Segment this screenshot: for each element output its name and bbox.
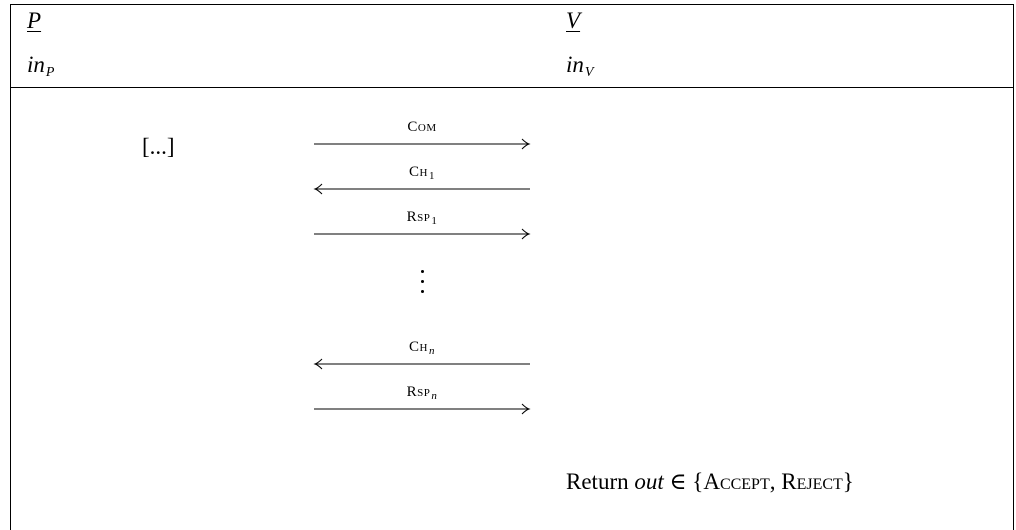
output-variable: out [634, 469, 664, 494]
verifier-output: Return out ∈ {Accept, Reject} [566, 469, 854, 495]
message-label: Rspn [314, 384, 530, 402]
header-divider [10, 87, 1014, 88]
arrow-left [313, 358, 530, 370]
message-label-sub: 1 [428, 170, 435, 182]
arrow-right [314, 138, 531, 150]
prover-input-base: in [27, 52, 45, 77]
prover-steps: [...] [142, 134, 175, 159]
message-label: Chn [314, 339, 530, 357]
arrow-right [314, 403, 531, 415]
message-label-base: Rsp [406, 384, 431, 400]
message-com: Com [314, 119, 531, 150]
message-label: Ch1 [314, 164, 530, 182]
output-reject: Reject [781, 469, 843, 494]
prover-input: inP [27, 52, 54, 86]
message-label-base: Rsp [406, 209, 431, 225]
message-rsp-n: Rspn [314, 384, 531, 415]
verifier-header: V inV [566, 8, 593, 86]
output-close-brace: } [842, 469, 854, 494]
output-accept: Accept [703, 469, 770, 494]
message-label-sub: n [431, 390, 438, 402]
message-label-sub: n [428, 345, 435, 357]
vertical-ellipsis-icon [419, 270, 425, 294]
protocol-frame [10, 4, 1014, 530]
message-ch-1: Ch1 [313, 164, 530, 195]
prover-header: P inP [27, 8, 54, 86]
message-label: Rsp1 [314, 209, 530, 227]
output-open-brace: { [692, 469, 704, 494]
arrow-left [313, 183, 530, 195]
message-label-base: Com [407, 119, 437, 135]
message-rsp-1: Rsp1 [314, 209, 531, 240]
message-label-sub: 1 [431, 215, 438, 227]
verifier-input: inV [566, 52, 593, 86]
message-label: Com [314, 119, 530, 136]
prover-input-sub: P [45, 65, 55, 80]
output-prefix: Return [566, 469, 629, 494]
message-label-base: Ch [409, 339, 428, 355]
arrow-right [314, 228, 531, 240]
output-separator: , [769, 469, 782, 494]
verifier-input-sub: V [584, 65, 594, 80]
prover-name: P [27, 8, 42, 33]
output-relation: ∈ [669, 469, 687, 494]
verifier-name: V [566, 8, 581, 33]
verifier-input-base: in [566, 52, 584, 77]
message-label-base: Ch [409, 164, 428, 180]
message-ch-n: Chn [313, 339, 530, 370]
